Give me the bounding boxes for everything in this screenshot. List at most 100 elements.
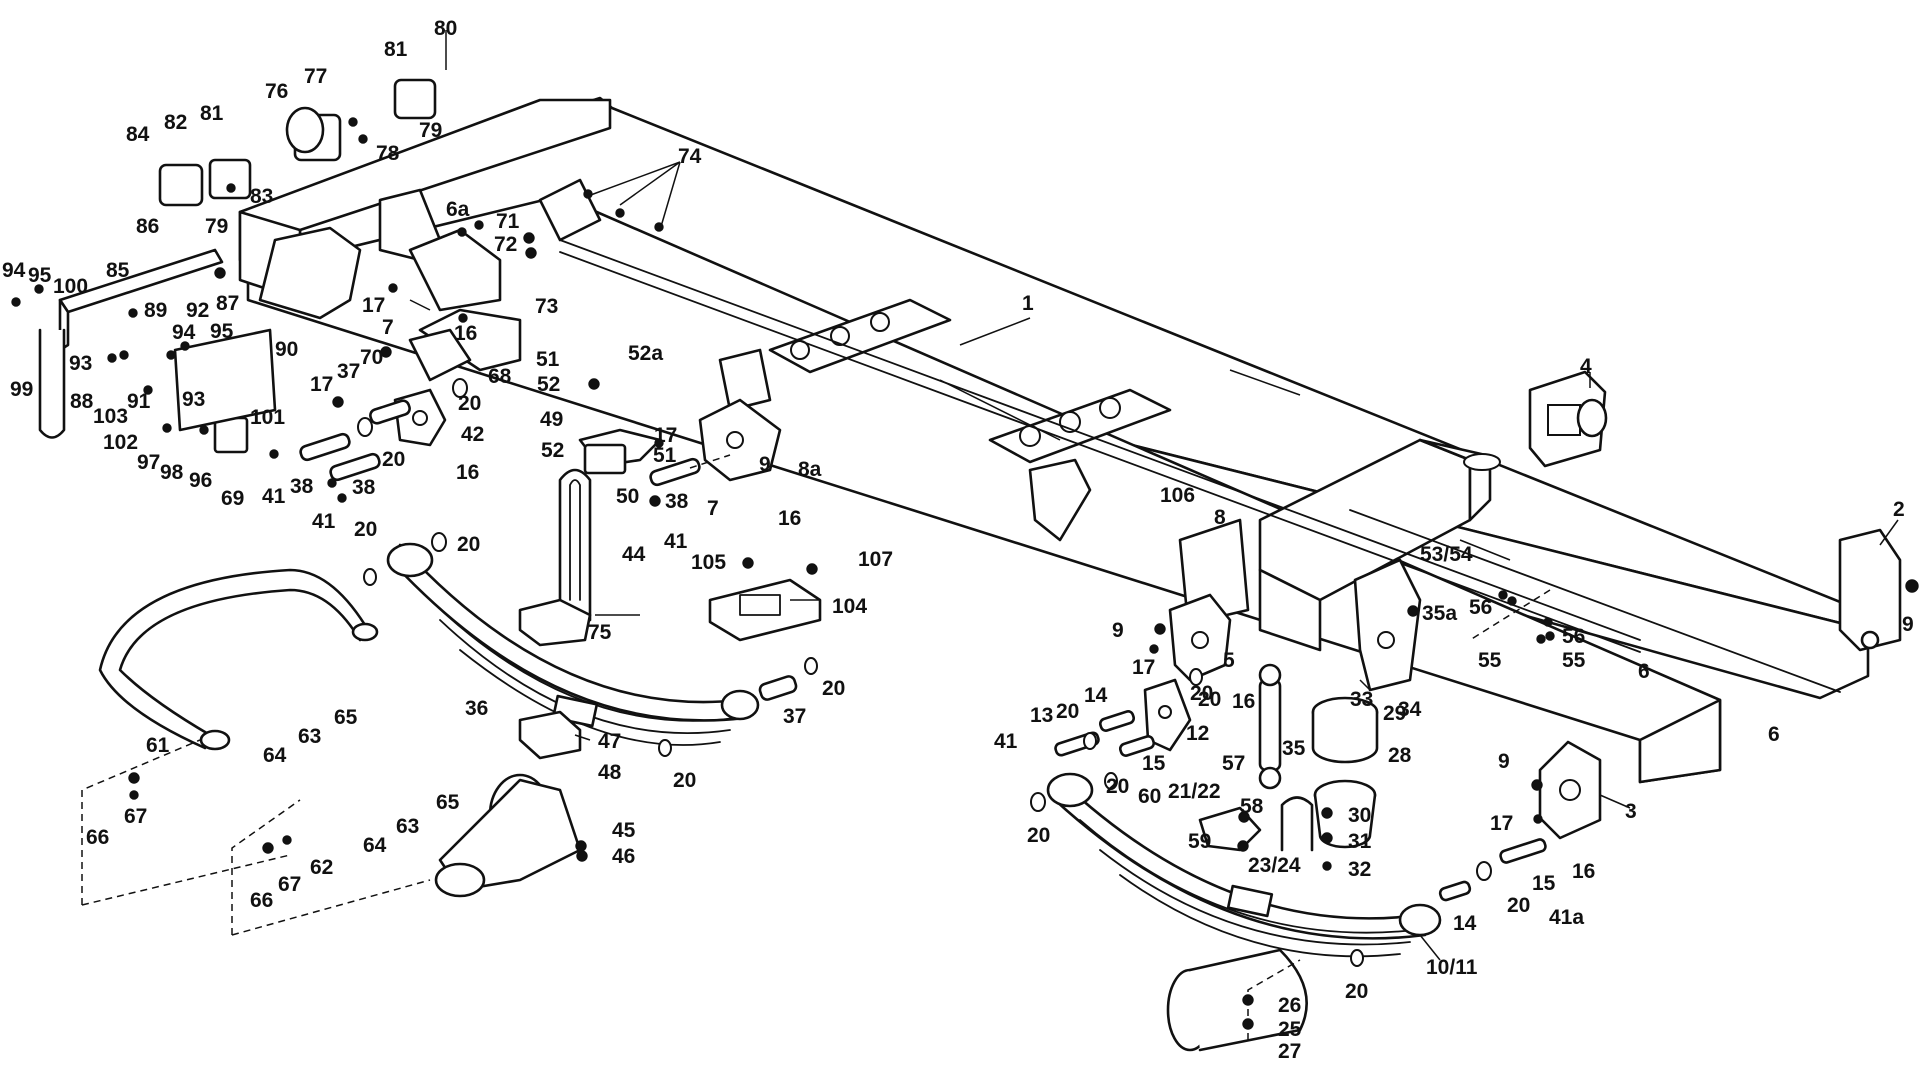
callout-94-right: 94 — [172, 321, 196, 344]
callout-60: 60 — [1138, 785, 1161, 808]
spring-hanger-part-7 — [698, 398, 782, 482]
callout-51-b: 51 — [653, 444, 677, 467]
callout-12: 12 — [1186, 722, 1209, 745]
callout-20-g: 20 — [1056, 700, 1079, 723]
callout-10-11: 10/11 — [1426, 956, 1478, 979]
callout-27: 27 — [1278, 1040, 1301, 1063]
callout-64-a: 64 — [263, 744, 287, 767]
callout-77: 77 — [304, 65, 327, 88]
callout-4: 4 — [1580, 355, 1592, 378]
callout-35a: 35a — [1422, 602, 1457, 625]
callout-71: 71 — [496, 210, 520, 233]
callout-68: 68 — [488, 365, 512, 388]
bracket-part-104 — [708, 578, 822, 642]
callout-17-right: 17 — [1132, 656, 1155, 679]
callout-96: 96 — [189, 469, 212, 492]
callout-30: 30 — [1348, 804, 1371, 827]
callout-13: 13 — [1030, 704, 1053, 727]
callout-8a: 8a — [798, 458, 822, 481]
callout-17-front: 17 — [362, 294, 385, 317]
callout-46: 46 — [612, 845, 635, 868]
shackle-part-42 — [393, 388, 447, 447]
callout-7-front: 7 — [382, 316, 394, 339]
leader-lines — [409, 30, 1899, 961]
callout-75: 75 — [588, 621, 612, 644]
callout-100: 100 — [53, 275, 88, 298]
callout-15-rear: 15 — [1532, 872, 1556, 895]
callout-34: 34 — [1398, 698, 1422, 721]
callout-33: 33 — [1350, 688, 1373, 711]
callout-31: 31 — [1348, 830, 1372, 853]
leaf-spring-part-36 — [386, 542, 760, 746]
callout-65-b: 65 — [436, 791, 460, 814]
callout-41-a: 41 — [262, 485, 286, 508]
assembly-lines — [81, 454, 1551, 1040]
callout-61: 61 — [146, 734, 170, 757]
callout-17-middle: 17 — [654, 424, 677, 447]
pad-part-47 — [518, 710, 582, 760]
callout-36: 36 — [465, 697, 488, 720]
callout-81-left: 81 — [200, 102, 224, 125]
callout-2: 2 — [1893, 498, 1905, 521]
callout-65-a: 65 — [334, 706, 358, 729]
u-bolt-part-44 — [558, 468, 592, 622]
u-bolt-part-23-24 — [1280, 796, 1314, 852]
callout-20-h: 20 — [1106, 775, 1129, 798]
callout-23-24: 23/24 — [1248, 854, 1301, 877]
callout-62: 62 — [310, 856, 333, 879]
callout-89: 89 — [144, 299, 167, 322]
callout-8: 8 — [1214, 506, 1226, 529]
callout-70: 70 — [360, 346, 383, 369]
callout-6-left: 6 — [1638, 660, 1650, 683]
callout-3: 3 — [1625, 800, 1637, 823]
leaf-spring-part-10-11 — [1046, 772, 1442, 958]
callout-47: 47 — [598, 730, 621, 753]
callout-51-a: 51 — [536, 348, 560, 371]
callout-16-front: 16 — [454, 322, 477, 345]
callout-14-rear: 14 — [1453, 912, 1477, 935]
callout-41-b: 41 — [312, 510, 336, 533]
callout-17-rear: 17 — [1490, 812, 1513, 835]
front-brackets — [378, 178, 772, 412]
callout-26: 26 — [1278, 994, 1301, 1017]
callout-28: 28 — [1388, 744, 1412, 767]
callout-55-b: 55 — [1562, 649, 1586, 672]
callout-45: 45 — [612, 819, 636, 842]
callout-21-22: 21/22 — [1168, 780, 1221, 803]
callout-72: 72 — [494, 233, 517, 256]
callout-6a: 6a — [446, 198, 470, 221]
callout-52-c: 52 — [541, 439, 564, 462]
callout-41-d: 41 — [994, 730, 1018, 753]
callout-29: 29 — [1383, 702, 1406, 725]
callout-107: 107 — [858, 548, 893, 571]
block-part-52 — [583, 443, 627, 475]
license-plate-part-90 — [173, 328, 277, 432]
callout-66-b: 66 — [250, 889, 273, 912]
callout-102: 102 — [103, 431, 138, 454]
callout-67-a: 67 — [124, 805, 147, 828]
callout-93-left: 93 — [69, 352, 92, 375]
callout-50: 50 — [616, 485, 639, 508]
callout-20-j: 20 — [1198, 688, 1221, 711]
shock-absorber-part-57 — [1258, 663, 1282, 790]
callout-38-c: 38 — [665, 490, 689, 513]
callout-79-right: 79 — [419, 119, 442, 142]
callout-20-e: 20 — [822, 677, 845, 700]
rubber-buffer — [1311, 696, 1379, 849]
spring-hanger-part-5 — [1168, 593, 1232, 682]
callout-32: 32 — [1348, 858, 1371, 881]
callout-99: 99 — [10, 378, 33, 401]
callout-101: 101 — [250, 406, 285, 429]
callout-56-a: 56 — [1469, 596, 1492, 619]
callout-85: 85 — [106, 259, 130, 282]
stabilizer-bar-part-61 — [98, 568, 379, 751]
callout-20-a: 20 — [458, 392, 481, 415]
callout-97: 97 — [137, 451, 160, 474]
callout-88: 88 — [70, 390, 94, 413]
callout-25: 25 — [1278, 1018, 1302, 1041]
callout-58: 58 — [1240, 795, 1264, 818]
callout-92: 92 — [186, 299, 209, 322]
bracket-part-4 — [1528, 370, 1608, 468]
callout-82: 82 — [164, 111, 187, 134]
callout-48: 48 — [598, 761, 622, 784]
